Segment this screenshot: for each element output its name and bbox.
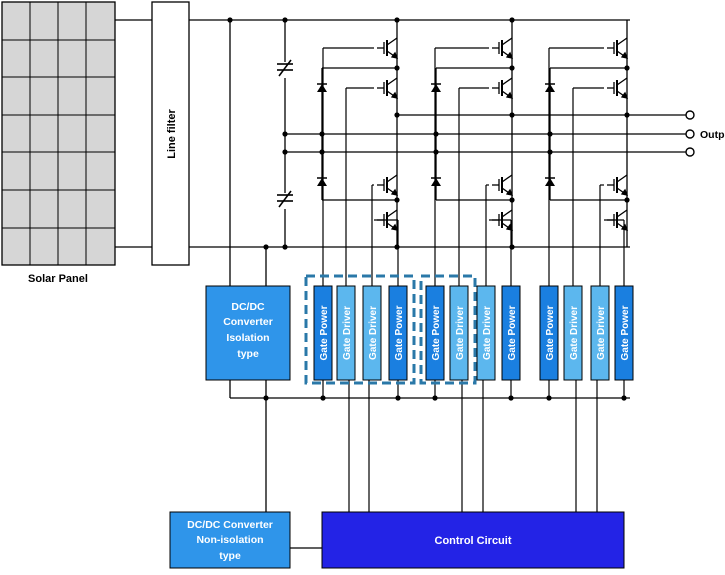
- diode-icon: [317, 177, 327, 186]
- control-circuit: [321, 511, 625, 569]
- junction-dot: [624, 65, 630, 71]
- output-terminals: [685, 110, 695, 157]
- junction-dots: [227, 17, 630, 401]
- gate-power-block: Gate Power: [501, 285, 521, 381]
- junction-dot: [319, 149, 325, 155]
- junction-dot: [433, 149, 439, 155]
- junction-dot: [547, 149, 553, 155]
- junction-dot: [282, 131, 288, 137]
- junction-dot: [433, 131, 439, 137]
- gate-power-block: Gate Power: [614, 285, 634, 381]
- dcdc-nonisolation-converter: [169, 511, 291, 569]
- junction-dot: [624, 197, 630, 203]
- gate-driver-block: Gate Driver: [590, 285, 610, 381]
- dc-link-capacitors: [277, 59, 293, 208]
- gate-power-block: Gate Power: [539, 285, 559, 381]
- junction-dot: [509, 112, 515, 118]
- igbt-switches: [377, 37, 629, 231]
- igbt-icon: [492, 77, 514, 99]
- gate-block-label: Gate Power: [394, 305, 405, 360]
- gate-driver-block: Gate Driver: [476, 285, 496, 381]
- gate-driver-block: Gate Driver: [336, 285, 356, 381]
- junction-dot: [546, 395, 552, 401]
- junction-dot: [319, 131, 325, 137]
- dcdc-iso-line-4: type: [237, 348, 259, 360]
- gate-blocks: Gate Power Gate Driver Gate Driver Gate Pow…: [313, 285, 634, 381]
- junction-dot: [282, 149, 288, 155]
- gate-block-label: Gate Power: [319, 305, 330, 360]
- igbt-icon: [607, 77, 629, 99]
- igbt-icon: [492, 174, 514, 196]
- junction-dot: [394, 17, 400, 23]
- highlight-box-1: [304, 274, 416, 385]
- gate-block-label: Gate Driver: [368, 306, 379, 360]
- gate-block-label: Gate Driver: [342, 306, 353, 360]
- gate-block-label: Gate Driver: [455, 306, 466, 360]
- diode-icon: [431, 177, 441, 186]
- junction-dot: [624, 112, 630, 118]
- line-filter-label: Line filter: [166, 109, 178, 159]
- junction-dot: [282, 244, 288, 250]
- gate-driver-block: Gate Driver: [563, 285, 583, 381]
- power-bus-wiring: [115, 19, 687, 549]
- junction-dot: [509, 197, 515, 203]
- gate-power-block: Gate Power: [425, 285, 445, 381]
- highlight-box-2: [419, 274, 477, 385]
- igbt-icon: [377, 37, 399, 59]
- gate-driver-block: Gate Driver: [362, 285, 382, 381]
- junction-dot: [282, 17, 288, 23]
- junction-dot: [432, 395, 438, 401]
- igbt-icon: [492, 37, 514, 59]
- igbt-icon: [377, 77, 399, 99]
- junction-dot: [227, 17, 233, 23]
- gate-signal-wiring: [322, 47, 625, 512]
- gate-power-block: Gate Power: [388, 285, 408, 381]
- gate-block-label: Gate Driver: [482, 306, 493, 360]
- gate-block-label: Gate Power: [507, 305, 518, 360]
- dcdc-noniso-line-2: Non-isolation: [196, 534, 263, 546]
- output-label: Output: [700, 129, 725, 141]
- diode-icon: [317, 83, 327, 92]
- dcdc-noniso-line-1: DC/DC Converter: [187, 519, 273, 531]
- junction-dot: [509, 65, 515, 71]
- junction-dot: [621, 395, 627, 401]
- junction-dot: [263, 395, 269, 401]
- junction-dot: [394, 65, 400, 71]
- junction-dot: [509, 17, 515, 23]
- junction-dot: [509, 244, 515, 250]
- dcdc-iso-line-3: Isolation: [226, 332, 269, 344]
- junction-dot: [394, 112, 400, 118]
- junction-dot: [547, 131, 553, 137]
- junction-dot: [394, 244, 400, 250]
- diode-icon: [545, 177, 555, 186]
- gate-driver-block: Gate Driver: [449, 285, 469, 381]
- diode-icon: [431, 83, 441, 92]
- clamp-diodes: [317, 83, 555, 186]
- junction-dot: [395, 395, 401, 401]
- igbt-icon: [607, 174, 629, 196]
- junction-dot: [320, 395, 326, 401]
- gate-power-block: Gate Power: [313, 285, 333, 381]
- gate-block-label: Gate Driver: [596, 306, 607, 360]
- dcdc-noniso-line-3: type: [219, 550, 241, 562]
- gate-block-label: Gate Driver: [569, 306, 580, 360]
- gate-block-label: Gate Power: [431, 305, 442, 360]
- igbt-icon: [607, 37, 629, 59]
- line-filter: [151, 1, 190, 266]
- gate-block-label: Gate Power: [620, 305, 631, 360]
- solar-panel: [1, 1, 116, 266]
- dcdc-isolation-converter: [205, 285, 291, 381]
- junction-dot: [263, 244, 269, 250]
- junction-dot: [508, 395, 514, 401]
- igbt-icon: [377, 174, 399, 196]
- junction-dot: [394, 197, 400, 203]
- dcdc-iso-line-2: Converter: [223, 316, 273, 328]
- control-circuit-label: Control Circuit: [435, 535, 512, 547]
- solar-panel-label: Solar Panel: [28, 273, 88, 285]
- dcdc-iso-line-1: DC/DC: [231, 301, 265, 313]
- gate-block-label: Gate Power: [545, 305, 556, 360]
- diode-icon: [545, 83, 555, 92]
